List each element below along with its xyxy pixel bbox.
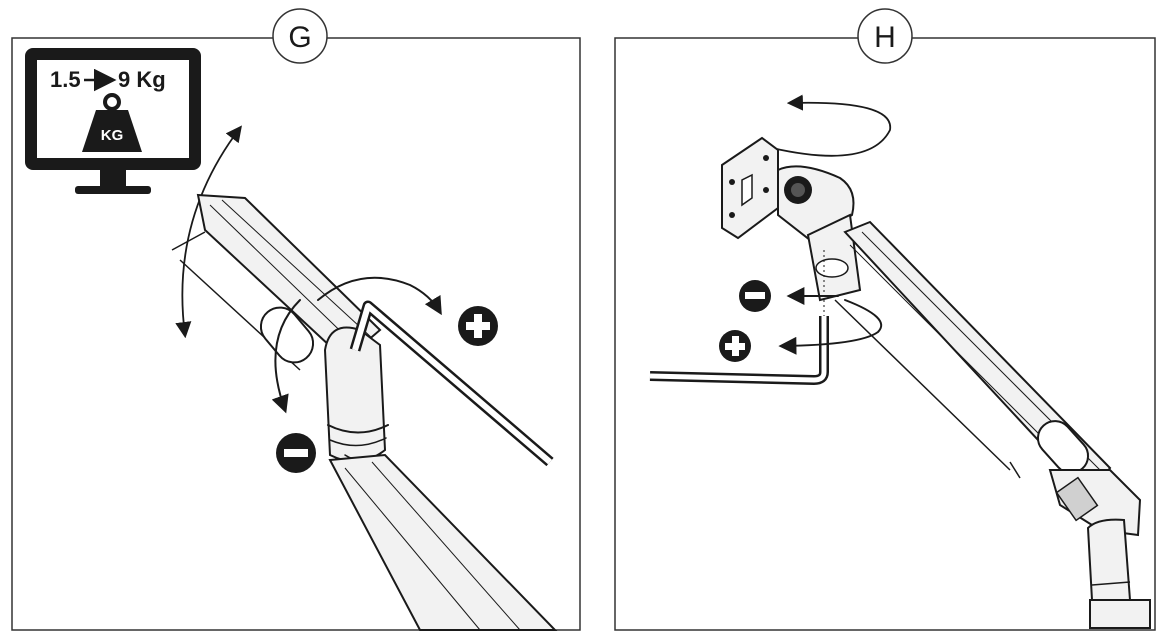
- panel-h: H: [614, 8, 1156, 631]
- decrease-arrow-icon: [271, 299, 301, 414]
- monitor-base: [75, 186, 151, 194]
- panel-h-label: H: [874, 21, 896, 54]
- arm-segment: [834, 220, 1112, 498]
- panel-g-label: G: [288, 21, 311, 54]
- panel-g: G 1.5 9 Kg KG: [11, 8, 581, 631]
- monitor-weight-icon: 1.5 9 Kg KG: [25, 48, 201, 194]
- increase-arrow-icon: [317, 276, 442, 316]
- allen-key: [649, 316, 829, 385]
- panel-g-badge: G: [272, 8, 328, 64]
- plus-circle-icon: [458, 306, 498, 346]
- panel-h-badge: H: [857, 8, 913, 64]
- minus-circle-icon: [276, 433, 316, 473]
- panel-h-frame: [614, 37, 1156, 631]
- weight-range-max: 9 Kg: [118, 67, 166, 92]
- kettlebell-icon: KG: [82, 93, 142, 152]
- lower-arm: [328, 453, 558, 631]
- swivel-arrow-icon: [771, 94, 891, 157]
- increase-arrow-icon: [778, 299, 883, 355]
- tilt-arc-arrow-icon: [175, 125, 242, 339]
- weight-range-min: 1.5: [50, 67, 81, 92]
- plus-circle-icon: [719, 330, 751, 362]
- allen-key: [349, 300, 554, 467]
- minus-circle-icon: [739, 280, 771, 312]
- arm-slot: [259, 306, 315, 364]
- monitor-neck: [100, 170, 126, 186]
- weight-icon-label: KG: [101, 127, 124, 144]
- arm-slot: [1036, 420, 1090, 474]
- spring-joint: [1048, 469, 1151, 629]
- head-post: [806, 213, 862, 302]
